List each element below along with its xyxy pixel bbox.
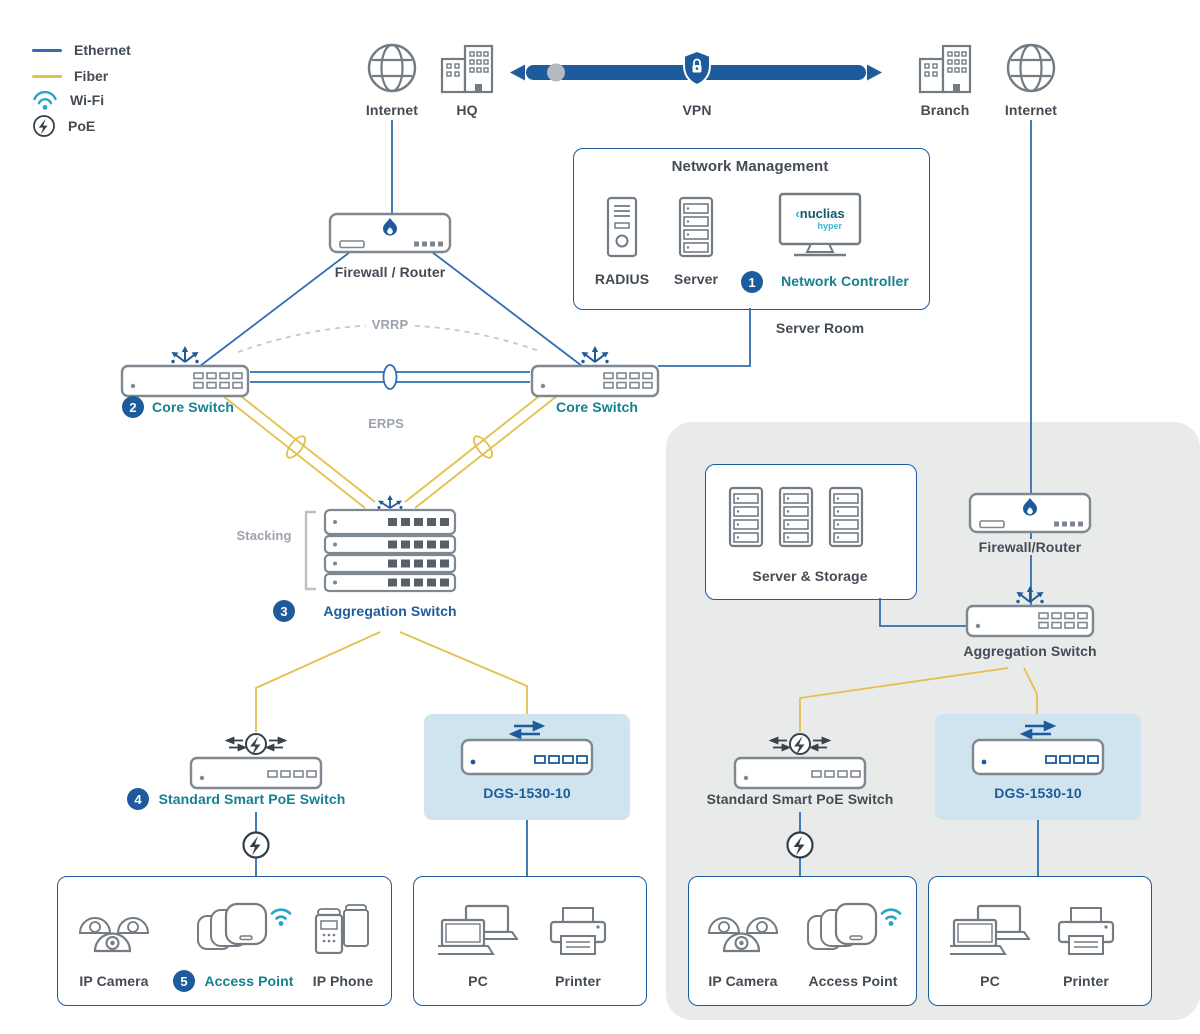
label-hq: HQ [456, 102, 478, 118]
label-hq-dgs: DGS-1530-10 [483, 785, 571, 801]
label-internet-right: Internet [1004, 102, 1058, 118]
fiber-core-right-stack-2 [404, 385, 553, 503]
hq-building-icon [439, 42, 495, 94]
branch-poe-switch-icon [730, 732, 870, 790]
legend-item-wifi: Wi-Fi [32, 88, 104, 112]
core-switch-right-icon [530, 344, 660, 400]
label-internet-left: Internet [365, 102, 419, 118]
hq-ip-phone-icon [312, 904, 374, 954]
fiber-agg-poe [255, 631, 381, 732]
label-hq-ip-phone: IP Phone [312, 973, 374, 989]
label-branch-poe-switch: Standard Smart PoE Switch [706, 791, 894, 807]
legend-label-fiber: Fiber [74, 68, 109, 84]
label-branch-aggregation: Aggregation Switch [963, 643, 1097, 659]
label-hq-pc: PC [468, 973, 488, 989]
nuclias-logo: ‹nuclias hyper [783, 206, 857, 231]
aggregation-switch-stack-icon [320, 494, 460, 594]
label-branch-ip-camera: IP Camera [708, 973, 778, 989]
fiber-core-left-stack-1 [217, 391, 366, 509]
label-stacking: Stacking [236, 528, 292, 543]
label-branch-firewall: Firewall/Router [973, 539, 1087, 555]
branch-access-point-icon [806, 900, 902, 954]
label-vrrp: VRRP [365, 317, 415, 332]
legend-label-ethernet: Ethernet [74, 42, 131, 58]
label-branch: Branch [920, 102, 970, 118]
branch-ip-camera-icon [707, 906, 779, 954]
fiber-line-swatch [32, 74, 62, 78]
fiber-ring-right [472, 435, 494, 459]
branch-firewall-router-icon [968, 478, 1092, 534]
core-switch-left-icon [120, 344, 250, 400]
legend-item-ethernet: Ethernet [32, 38, 131, 62]
legend-label-wifi: Wi-Fi [70, 92, 105, 108]
label-hq-firewall: Firewall / Router [334, 264, 446, 280]
link-management-core [658, 308, 751, 367]
step-badge-2: 2 [122, 396, 144, 418]
hq-pc-icon [438, 904, 518, 958]
server-icon [676, 196, 716, 258]
network-management-title: Network Management [671, 158, 829, 175]
ethernet-line-swatch [32, 48, 62, 52]
poe-power-icon-branch [785, 830, 815, 860]
label-server-room: Server Room [775, 320, 865, 336]
fiber-core-right-stack-1 [414, 391, 563, 509]
label-hq-poe-switch: Standard Smart PoE Switch [158, 791, 346, 807]
label-hq-ip-camera: IP Camera [79, 973, 149, 989]
label-branch-printer: Printer [1063, 973, 1109, 989]
fiber-core-left-stack-2 [227, 385, 376, 503]
internet-globe-icon-left [366, 42, 418, 94]
legend-item-fiber: Fiber [32, 64, 108, 88]
label-radius: RADIUS [594, 271, 650, 287]
hq-ip-camera-icon [78, 906, 150, 954]
step-badge-3: 3 [273, 600, 295, 622]
label-server-storage: Server & Storage [752, 568, 868, 584]
label-core-switch-right: Core Switch [555, 399, 639, 415]
fiber-agg-dgs [399, 631, 528, 714]
vpn-tunnel-icon [510, 50, 882, 87]
hq-firewall-router-icon [328, 198, 452, 254]
wifi-icon [32, 89, 58, 111]
poe-icon [32, 114, 56, 138]
hq-access-point-icon [196, 900, 292, 954]
fiber-ring-left [285, 435, 307, 459]
hq-poe-switch-icon [186, 732, 326, 790]
radius-server-icon [602, 196, 642, 258]
hq-dgs-switch-icon [457, 720, 597, 776]
step-badge-5: 5 [173, 970, 195, 992]
branch-server-icon-3 [826, 486, 866, 548]
branch-printer-icon [1055, 906, 1117, 958]
branch-building-icon [917, 42, 973, 94]
label-core-switch-left: Core Switch [151, 399, 235, 415]
label-erps: ERPS [368, 416, 404, 431]
nuclias-logo-sub: hyper [817, 221, 842, 231]
label-server: Server [673, 271, 719, 287]
hq-printer-icon [547, 906, 609, 958]
legend-label-poe: PoE [68, 118, 96, 134]
branch-server-icon-1 [726, 486, 766, 548]
internet-globe-icon-right [1005, 42, 1057, 94]
nuclias-logo-mark: ‹ [795, 206, 800, 221]
label-vpn: VPN [682, 102, 712, 118]
poe-power-icon-hq [241, 830, 271, 860]
stacking-bracket [304, 510, 316, 591]
nuclias-logo-brand: nuclias [799, 206, 845, 221]
branch-pc-icon [950, 904, 1030, 958]
step-badge-1: 1 [741, 271, 763, 293]
label-branch-access-point: Access Point [808, 973, 898, 989]
branch-dgs-switch-icon [968, 720, 1108, 776]
legend-item-poe: PoE [32, 114, 95, 138]
label-hq-access-point: Access Point [204, 973, 294, 989]
step-badge-4: 4 [127, 788, 149, 810]
branch-aggregation-switch-icon [965, 584, 1095, 640]
core-link-ring [382, 364, 398, 390]
label-network-controller: Network Controller [781, 273, 909, 289]
label-hq-printer: Printer [555, 973, 601, 989]
branch-server-icon-2 [776, 486, 816, 548]
label-hq-aggregation: Aggregation Switch [323, 603, 457, 619]
label-branch-dgs: DGS-1530-10 [994, 785, 1082, 801]
label-branch-pc: PC [980, 973, 1000, 989]
